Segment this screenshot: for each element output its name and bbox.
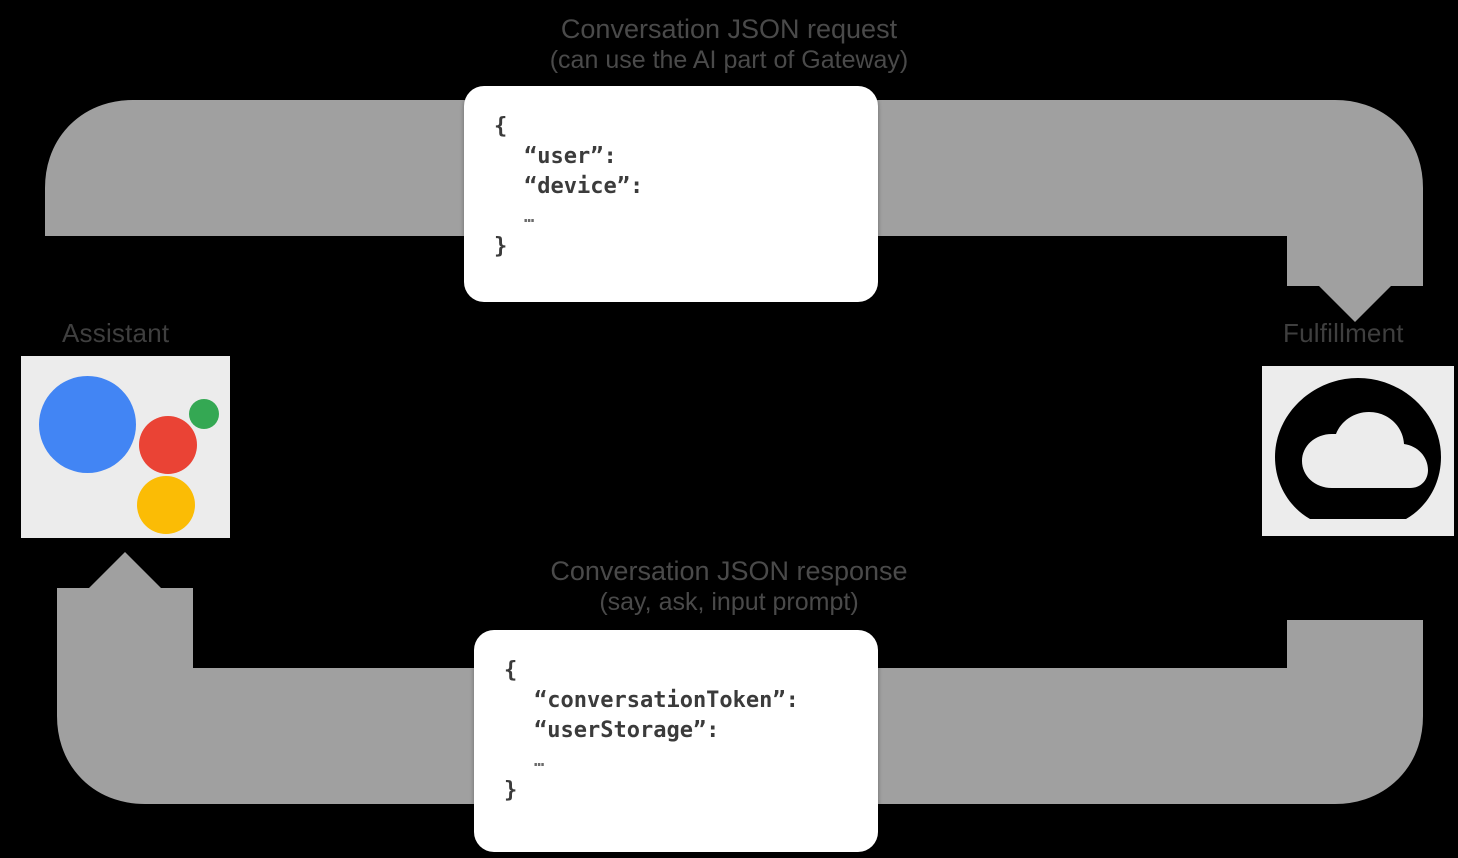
request-json-close-brace: } xyxy=(494,234,508,259)
green-dot xyxy=(189,399,219,429)
blue-dot xyxy=(39,376,136,473)
response-json-close-brace: } xyxy=(504,778,518,803)
yellow-dot xyxy=(137,476,195,534)
response-caption-line1: Conversation JSON response xyxy=(550,556,908,586)
request-caption-line2: (can use the AI part of Gateway) xyxy=(549,46,909,74)
request-json-key-user: “user”: xyxy=(524,144,617,169)
request-json-card: { “user”: “device”: … } xyxy=(464,86,878,302)
cloud-functions-glyph xyxy=(1275,378,1441,519)
google-assistant-icon xyxy=(21,356,230,538)
response-json-card: { “conversationToken”: “userStorage”: … … xyxy=(474,630,878,852)
response-json-ellipsis: … xyxy=(534,751,545,771)
response-json-key-conversation-token: “conversationToken”: xyxy=(534,688,799,713)
request-caption: Conversation JSON request (can use the A… xyxy=(0,14,1458,76)
red-dot xyxy=(139,416,197,474)
cloud-functions-icon xyxy=(1262,366,1454,536)
request-json-open-brace: { xyxy=(494,114,508,139)
response-caption-line2: (say, ask, input prompt) xyxy=(599,588,859,616)
response-json-key-user-storage: “userStorage”: xyxy=(534,718,720,743)
request-json-ellipsis: … xyxy=(524,207,535,227)
fulfillment-label: Fulfillment xyxy=(1283,318,1404,348)
response-json-open-brace: { xyxy=(504,658,518,683)
assistant-label: Assistant xyxy=(62,318,170,348)
request-json-key-device: “device”: xyxy=(524,174,644,199)
request-caption-line1: Conversation JSON request xyxy=(560,14,898,44)
response-caption: Conversation JSON response (say, ask, in… xyxy=(0,556,1458,618)
